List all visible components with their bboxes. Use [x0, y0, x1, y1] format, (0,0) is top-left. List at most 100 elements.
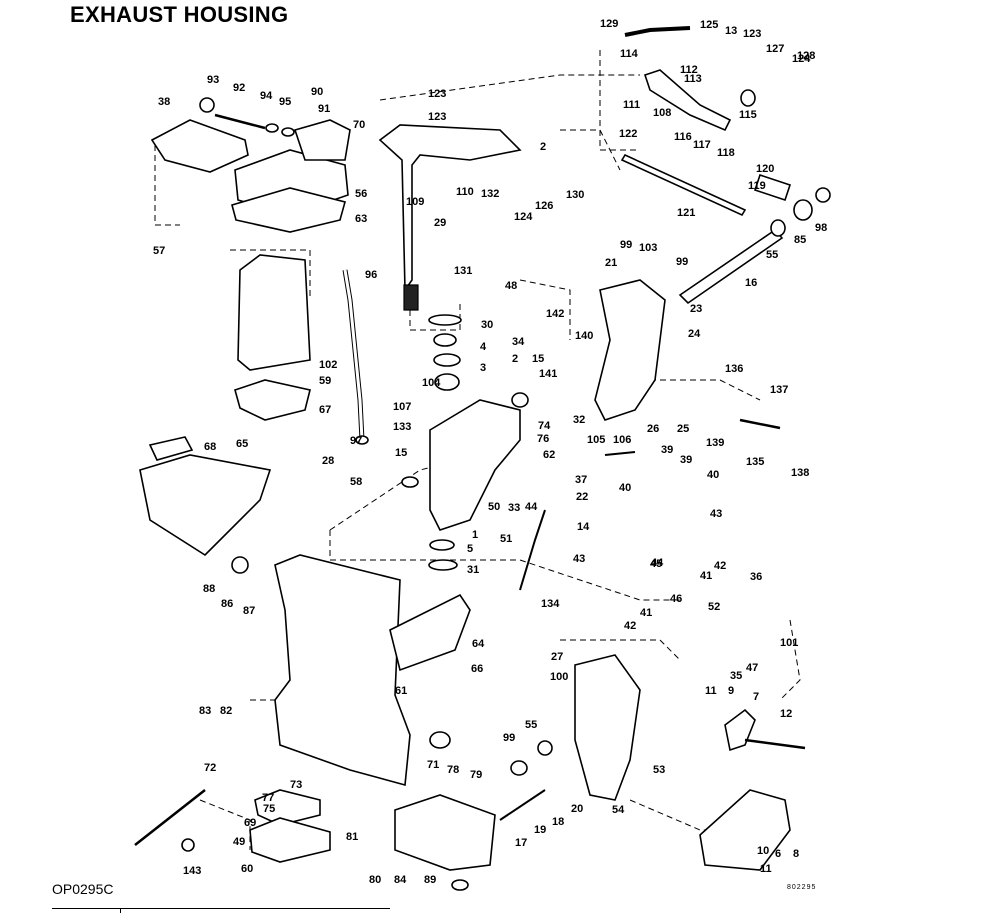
- callout: 22: [576, 491, 588, 503]
- callout: 70: [353, 119, 365, 131]
- callout: 103: [639, 242, 657, 254]
- callout: 62: [543, 449, 555, 461]
- callout: 117: [693, 139, 711, 151]
- callout: 66: [471, 663, 483, 675]
- callout: 123: [428, 88, 446, 100]
- callout: 142: [546, 308, 564, 320]
- callout: 52: [708, 601, 720, 613]
- callout: 2: [540, 141, 546, 153]
- gasket-plate: [150, 119, 249, 173]
- callout: 36: [750, 571, 762, 583]
- cover-grommet: [148, 436, 194, 461]
- callout: 46: [670, 593, 682, 605]
- callout: 139: [706, 437, 724, 449]
- callout: 72: [204, 762, 216, 774]
- callout: 23: [690, 303, 702, 315]
- callout: 92: [233, 82, 245, 94]
- callout: 29: [434, 217, 446, 229]
- callout: 60: [241, 863, 253, 875]
- callout-labels: 1 2 2 3 4 5 6 7 8 9 10 11 11 12 13 14 15…: [153, 18, 827, 886]
- callout: 128: [797, 50, 815, 62]
- callout: 67: [319, 404, 331, 416]
- callout: 141: [539, 368, 557, 380]
- callout: 137: [770, 384, 788, 396]
- callout: 136: [725, 363, 743, 375]
- callout: 99: [503, 732, 515, 744]
- callout: 109: [406, 196, 424, 208]
- callout: 65: [236, 438, 248, 450]
- callout: 106: [613, 434, 631, 446]
- callout: 50: [488, 501, 500, 513]
- side-cover: [699, 789, 791, 871]
- swivel-bracket: [429, 399, 521, 531]
- exhaust-housing: [274, 554, 411, 787]
- callout: 21: [605, 257, 617, 269]
- exhaust-housing-parts: [134, 26, 831, 891]
- callout: 20: [571, 803, 583, 815]
- callout: 97: [350, 435, 362, 447]
- callout: 51: [500, 533, 512, 545]
- tilt-tube: [678, 228, 784, 305]
- callout: 3: [480, 362, 486, 374]
- callout: 34: [512, 336, 525, 348]
- callout: 9: [728, 685, 734, 697]
- callout: 44: [525, 501, 538, 513]
- callout: 125: [700, 19, 718, 31]
- callout: 14: [577, 521, 590, 533]
- callout: 42: [624, 620, 636, 632]
- callout: 104: [422, 377, 441, 389]
- callout: 28: [322, 455, 334, 467]
- callout: 32: [573, 414, 585, 426]
- callout: 98: [815, 222, 827, 234]
- callout: 122: [619, 128, 637, 140]
- callout: 85: [794, 234, 806, 246]
- callout: 11: [705, 685, 717, 697]
- callout: 126: [535, 200, 553, 212]
- shift-shaft: [620, 153, 747, 217]
- callout: 124: [514, 211, 533, 223]
- callout: 40: [619, 482, 631, 494]
- callout: 95: [279, 96, 291, 108]
- exhaust-seal: [234, 379, 311, 421]
- steering-arm: [378, 124, 522, 293]
- callout: 131: [454, 265, 472, 277]
- callout: 78: [447, 764, 459, 776]
- throttle-lever: [643, 69, 732, 132]
- callout: 35: [730, 670, 742, 682]
- callout: 93: [207, 74, 219, 86]
- callout: 24: [688, 328, 701, 340]
- callout: 26: [647, 423, 659, 435]
- callout: 59: [319, 375, 331, 387]
- assembly-guide-lines: [154, 50, 801, 850]
- callout: 99: [620, 239, 632, 251]
- callout: 107: [393, 401, 411, 413]
- callout: 8: [793, 848, 799, 860]
- callout: 55: [525, 719, 537, 731]
- callout: 129: [600, 18, 618, 30]
- callout: 41: [700, 570, 712, 582]
- callout: 61: [395, 685, 407, 697]
- callout: 45: [650, 558, 662, 570]
- callout: 127: [766, 43, 784, 55]
- bottom-rule: [52, 908, 390, 909]
- cover-plate: [724, 708, 756, 752]
- callout: 115: [739, 109, 757, 121]
- callout: 5: [467, 543, 473, 555]
- anode-block: [394, 794, 496, 871]
- callout: 19: [534, 824, 546, 836]
- callout: 110: [456, 186, 474, 198]
- callout: 30: [481, 319, 493, 331]
- callout: 108: [653, 107, 671, 119]
- callout: 123: [428, 111, 446, 123]
- callout: 27: [551, 651, 563, 663]
- callout: 81: [346, 831, 358, 843]
- callout: 105: [587, 434, 605, 446]
- callout: 84: [394, 874, 407, 886]
- callout: 138: [791, 467, 809, 479]
- callout: 86: [221, 598, 233, 610]
- lower-cover: [139, 454, 272, 557]
- callout: 75: [263, 803, 275, 815]
- callout: 11: [760, 863, 772, 875]
- callout: 16: [745, 277, 757, 289]
- callout: 39: [661, 444, 673, 456]
